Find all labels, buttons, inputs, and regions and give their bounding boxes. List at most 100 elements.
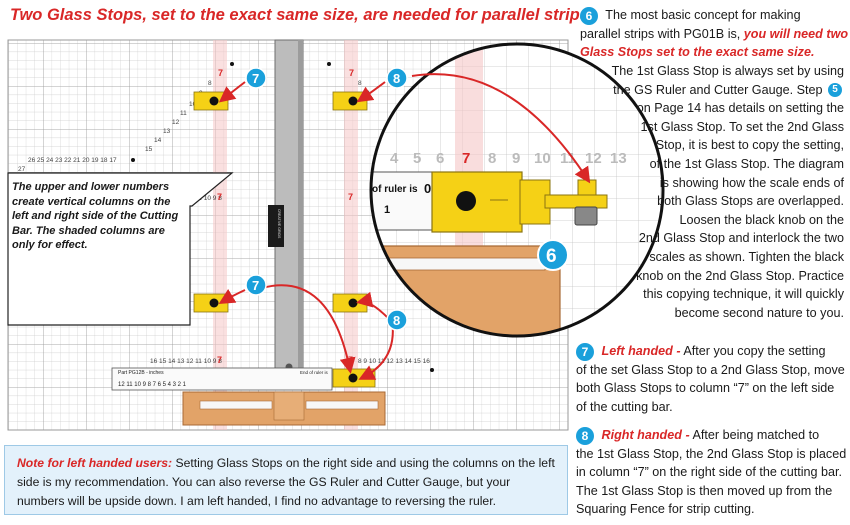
gs-ruler [111,367,333,391]
callout-8-top: 8 [386,67,408,89]
rt-l14: scales as shown. Tighten the black [649,249,844,264]
mag-ruler-label: of ruler is [372,184,418,195]
shaded-column-left [213,40,227,430]
rt-l7: 1st Glass Stop. To set the 2nd Glass [640,119,844,134]
grid-dot [131,158,135,162]
rt-l6: on Page 14 has details on setting the [636,101,844,116]
mag-scale-7: 7 [462,150,470,167]
rt-l2b: you will need two [743,26,849,41]
arrow-8-mid [356,291,389,319]
badge-7: 7 [576,342,594,361]
arrow-mag-link [411,73,591,184]
upper-row-numbers: 26 25 24 23 22 21 20 19 18 17 [28,157,117,164]
fence-block [273,391,305,421]
left-handed-section: 7 Left handed - After you copy the setti… [576,342,845,416]
left-body3: both Glass Stops to column “7” on the le… [576,381,835,396]
ruler-part: Part PG12B - inches [118,370,164,376]
grid-dot [430,368,434,372]
arrow-7-mid [218,288,246,305]
glass-stop-mid-left[interactable] [193,293,229,313]
diag-number: 11 [180,110,187,117]
rt-l17: become second nature to you. [674,305,844,320]
mag-scale-9: 9 [512,150,520,167]
diag-number: 15 [145,146,153,153]
mag-scale-10: 10 [534,150,551,167]
left-col-number-27: 27 [18,166,26,173]
diag-number: 10 [189,101,197,108]
right-body4: The 1st Glass Stop is then moved up from… [576,483,833,498]
svg-text:6: 6 [546,246,557,267]
rt-l13: 2nd Glass Stop and interlock the two [638,231,844,246]
right-head: Right handed - [601,428,690,442]
mag-ruler-one: 1 [384,204,390,216]
bottom-note-body: Setting Glass Stops on the right side an… [17,456,555,508]
rt-l5a: the GS Ruler and Cutter Gauge. Step [613,82,823,97]
diag-number: 13 [163,128,171,135]
note-box [7,172,234,326]
bar-label-text: CREATIVE GRIDS [277,209,281,239]
badge-5: 5 [828,83,842,98]
svg-text:8: 8 [393,313,400,328]
right-body5: Squaring Fence for strip cutting. [576,502,755,517]
bar-label-plate [268,205,284,247]
arrow-7-down [261,284,356,374]
mag-scale-6: 6 [436,150,444,167]
svg-text:7: 7 [252,278,259,293]
bottom-scale-left: 16 15 14 13 12 11 10 9 8 [150,358,222,365]
fence-slot-right [305,400,379,410]
top-number-8-right: 8 [358,80,362,87]
mid-scale-7-left: 7 [217,192,222,202]
top-number-8-left: 8 [208,80,212,87]
glass-stop-bottom[interactable] [332,368,376,388]
left-body4: of the cutting bar. [576,399,673,414]
mag-scale: 4 5 6 7 8 9 10 11 12 13 [390,150,627,167]
grid-dot [327,62,331,66]
glass-stop-mid-right[interactable] [332,293,368,313]
badge-8: 8 [576,426,594,445]
arrow-8-top [356,81,386,103]
glass-stop-top-left[interactable] [193,91,229,111]
right-handed-section: 8 Right handed - After being matched to … [576,426,846,519]
mag-ruler-zero: 0 [424,181,431,196]
rt-l2a: parallel strips with PG01B is, [580,26,741,41]
diag-number: 14 [154,137,162,144]
ruler-end-label: End of ruler is [300,370,329,375]
callout-8-mid: 8 [386,309,408,331]
bottom-note: Note for left handed users: Setting Glas… [4,445,568,515]
right-body3: in column “7” on the right side of the c… [576,465,843,480]
rt-l15: knob on the 2nd Glass Stop. Practice [636,268,844,283]
rt-l10: is showing how the scale ends of [659,175,844,190]
glass-stop-top-right[interactable] [332,91,368,111]
svg-text:7: 7 [252,71,259,86]
diag-number: 12 [172,119,180,126]
mid-scale-7-right: 7 [348,192,353,202]
left-body2: of the set Glass Stop to a 2nd Glass Sto… [576,362,845,377]
fence-slot-left [199,400,273,410]
mag-scale-8: 8 [488,150,496,167]
mag-scale-12: 12 [585,150,602,167]
mag-scale-5: 5 [413,150,421,167]
top-number-7-left: 7 [218,68,223,78]
note-left: The upper and lower numbers create verti… [12,181,179,251]
bottom-scale-right: 8 9 10 11 12 13 14 15 16 [358,358,430,365]
right-text-lines: The 1st Glass Stop is always set by usin… [580,62,844,322]
arrow-7-top [218,81,246,103]
grid-dot [230,62,234,66]
right-body1: After being matched to [692,428,820,442]
ruler-scale: 12 11 10 9 8 7 6 5 4 3 2 1 [118,382,187,388]
mag-scale-4: 4 [390,150,399,167]
rt-l8: Stop, it is best to copy the setting, [655,138,844,153]
badge-6: 6 [580,6,598,25]
right-body2: the 1st Glass Stop, the 2nd Glass Stop i… [576,446,847,461]
cutting-bar-edge [298,40,303,375]
rt-l4: The 1st Glass Stop is always set by usin… [611,64,844,78]
rt-l11: both Glass Stops are overlapped. [657,194,844,209]
rt-l3: Glass Stops set to the exact same size. [580,45,815,60]
mag-scale-13: 13 [610,150,627,167]
bottom-note-lead: Note for left handed users: [17,456,173,470]
callout-7-mid: 7 [245,274,267,296]
left-body1: After you copy the setting [683,344,826,358]
page-title: Two Glass Stops, set to the exact same s… [10,6,595,24]
mag-scale-11: 11 [560,150,576,167]
left-head: Left handed - [601,344,681,358]
